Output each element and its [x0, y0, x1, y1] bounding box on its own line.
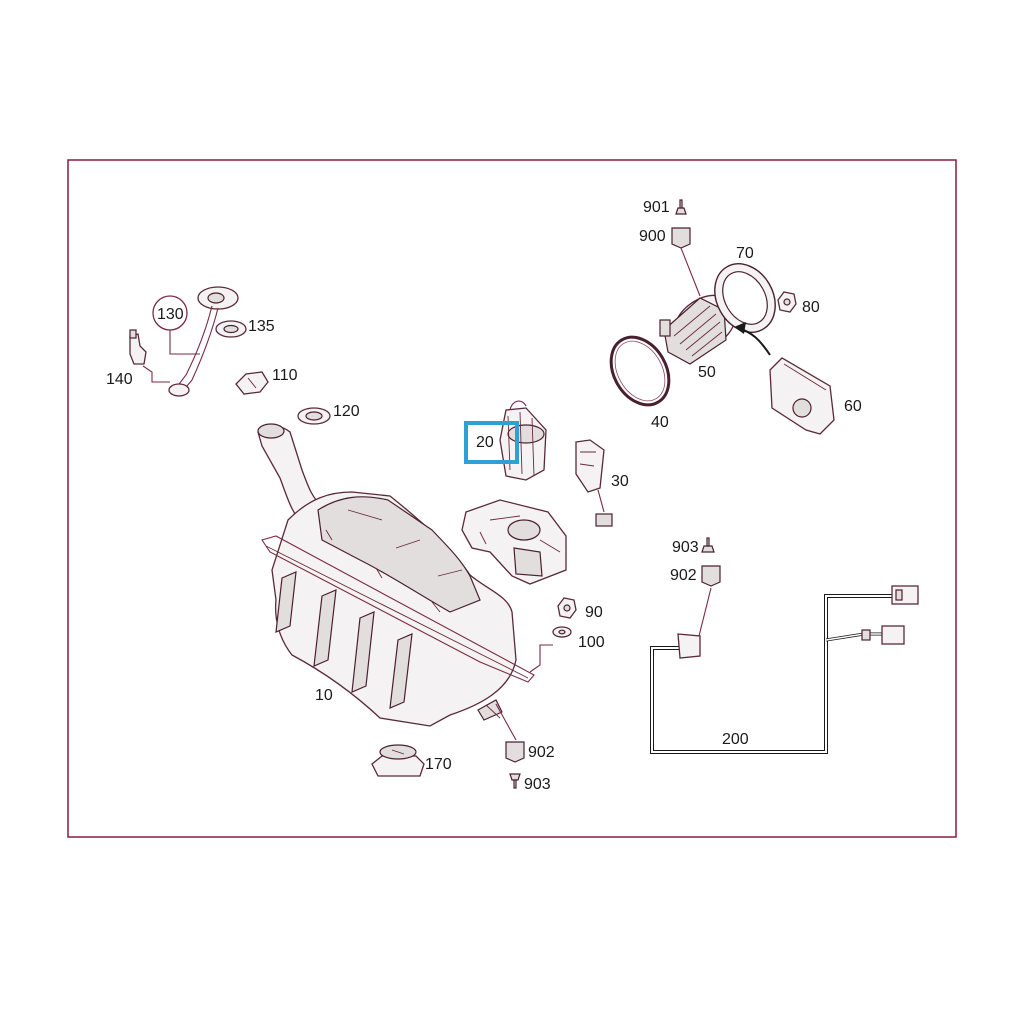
cover-part-60[interactable] [769, 357, 835, 435]
label-70: 70 [736, 245, 754, 262]
lock-ring-part-70[interactable] [703, 253, 787, 343]
label-900: 900 [639, 228, 666, 245]
label-80: 80 [802, 299, 820, 316]
label-40: 40 [651, 414, 669, 431]
connector-part-902-upper[interactable] [701, 565, 721, 587]
label-60: 60 [844, 398, 862, 415]
label-90: 90 [585, 604, 603, 621]
sealing-ring-part-40[interactable] [599, 327, 680, 415]
label-903-upper: 903 [672, 539, 699, 556]
label-110: 110 [272, 367, 298, 384]
label-20: 20 [476, 434, 494, 451]
label-50: 50 [698, 364, 716, 381]
label-100: 100 [578, 634, 605, 651]
connector-part-902-lower[interactable] [505, 741, 525, 763]
label-130: 130 [157, 306, 184, 323]
label-30: 30 [611, 473, 629, 490]
screw-part-901[interactable] [675, 199, 687, 215]
washer-part-100[interactable] [552, 626, 572, 638]
nut-part-90[interactable] [557, 597, 577, 619]
label-901: 901 [643, 199, 670, 216]
clip-part-140[interactable] [129, 329, 147, 365]
label-902-upper: 902 [670, 567, 697, 584]
diagram-frame [67, 159, 957, 838]
nut-part-80[interactable] [777, 291, 797, 313]
label-120: 120 [333, 403, 360, 420]
level-sensor-part-30[interactable] [575, 439, 613, 527]
label-circle-130 [152, 295, 188, 331]
label-140: 140 [106, 371, 133, 388]
label-170: 170 [425, 756, 452, 773]
wiring-harness-part-200[interactable] [650, 585, 919, 754]
sender-part-170[interactable] [371, 744, 425, 777]
seal-ring-part-135[interactable] [215, 320, 247, 338]
label-903-lower: 903 [524, 776, 551, 793]
bracket-part-110[interactable] [235, 371, 269, 395]
screw-part-903-lower[interactable] [509, 773, 521, 789]
filler-cap-part-130[interactable] [168, 286, 239, 397]
label-902-lower: 902 [528, 744, 555, 761]
fuel-tank-part-10[interactable] [257, 423, 535, 727]
highlight-box-part-20 [464, 421, 519, 464]
screw-part-903-upper[interactable] [701, 537, 715, 553]
grommet-part-120[interactable] [297, 407, 331, 425]
fuel-pump-part-20[interactable] [499, 400, 547, 481]
baffle-housing[interactable] [461, 499, 567, 585]
label-200: 200 [722, 731, 749, 748]
connector-part-900[interactable] [671, 227, 691, 249]
label-135: 135 [248, 318, 275, 335]
arrow-head-icon [734, 322, 746, 334]
label-10: 10 [315, 687, 333, 704]
